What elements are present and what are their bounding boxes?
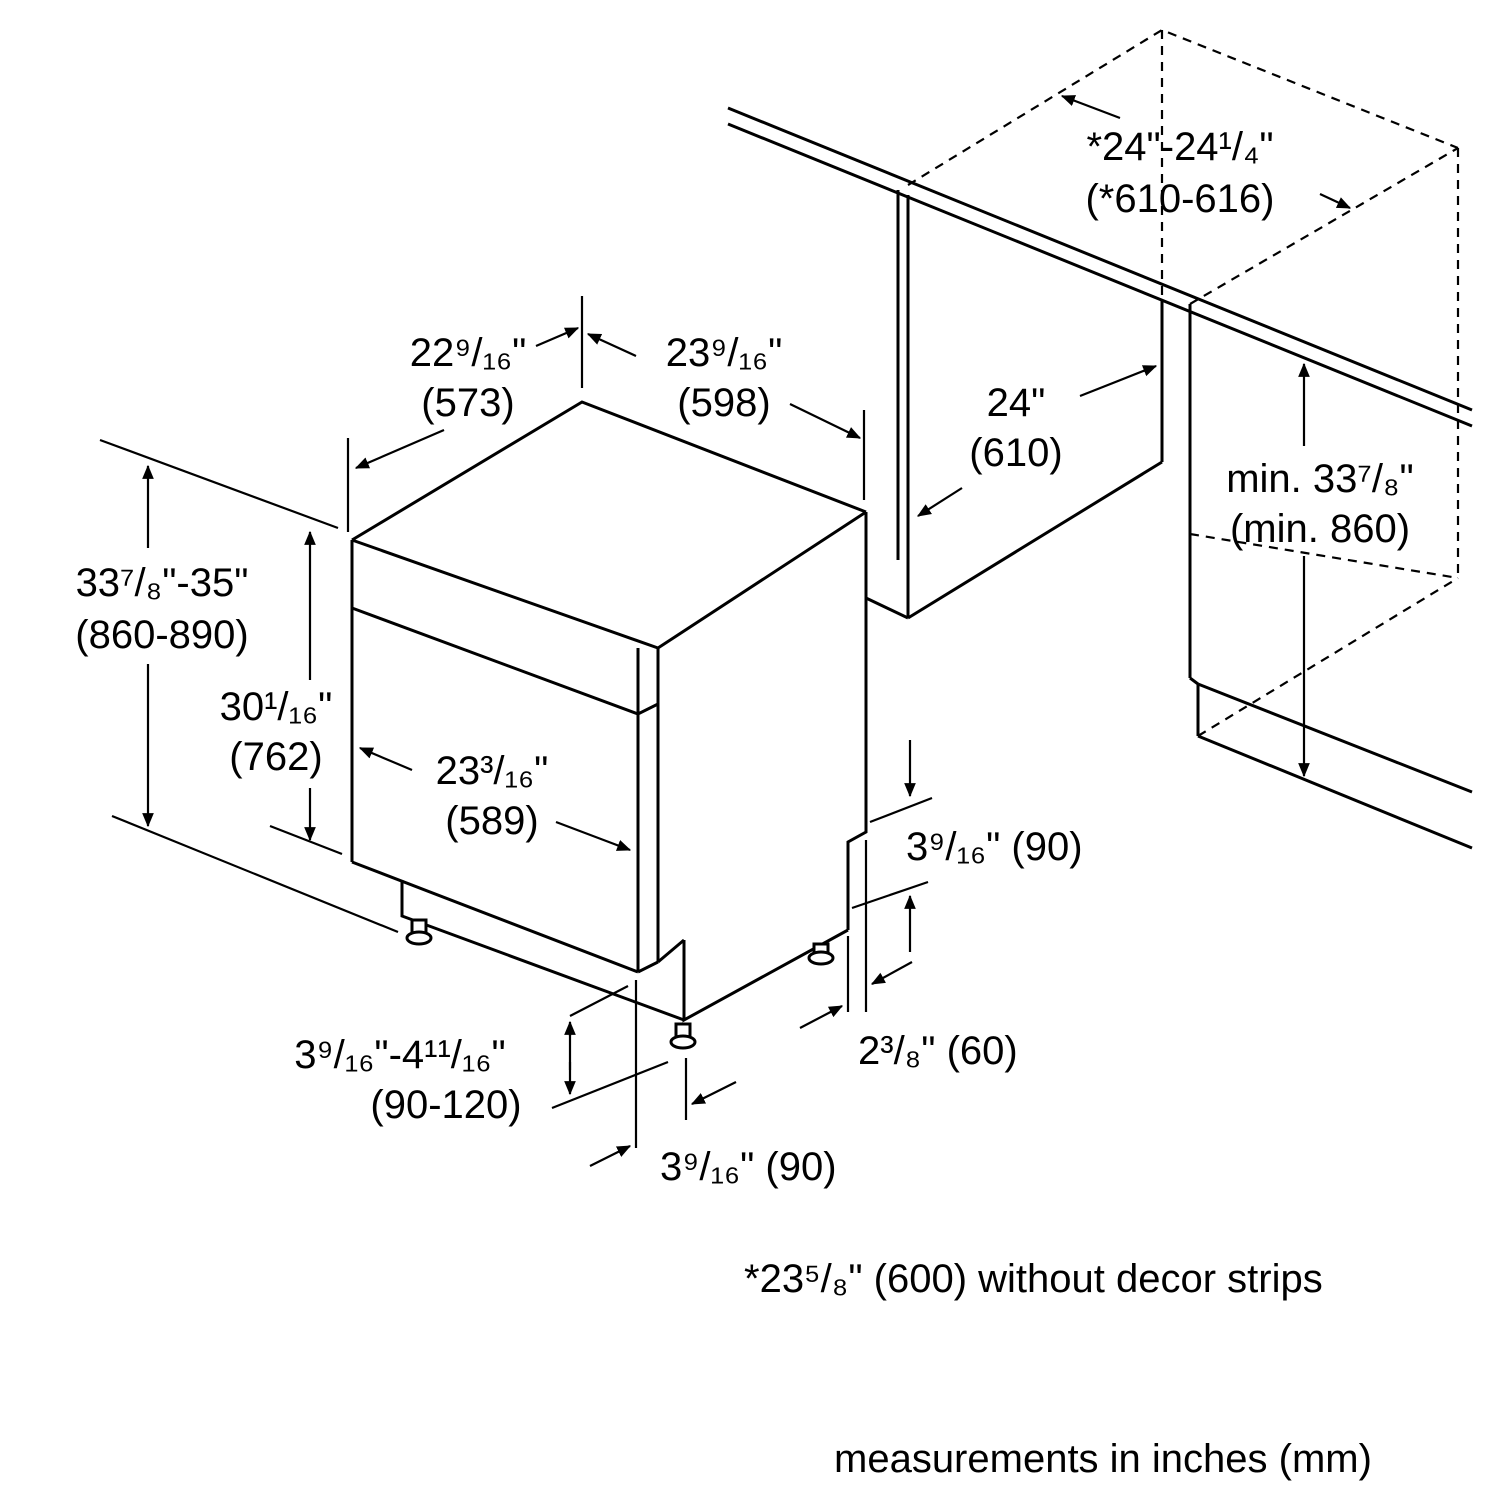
cutout-width-label: *24"-24¹/₄": [1086, 125, 1273, 169]
decor-note: *23⁵/₈" (600) without decor strips: [744, 1257, 1323, 1301]
foot-left: [405, 918, 433, 946]
door-height-label: 30¹/₁₆": [220, 685, 333, 729]
cutout-height-mm-label: (min. 860): [1230, 507, 1410, 551]
door-height-mm-label: (762): [229, 735, 322, 779]
foot-height-label: 3⁹/₁₆"-4¹¹/₁₆": [294, 1033, 505, 1077]
foot-front: [669, 1022, 697, 1050]
foot-height-mm-label: (90-120): [370, 1083, 521, 1127]
cabinet-niche: [727, 28, 1473, 850]
foot-right: [807, 942, 835, 966]
dimension-lines: [99, 94, 1352, 1167]
door-width-mm-label: (589): [445, 799, 538, 843]
depth-label: 22⁹/₁₆": [410, 331, 527, 375]
cutout-depth-mm-label: (610): [969, 431, 1062, 475]
door-width-label: 23³/₁₆": [436, 749, 549, 793]
width-label: 23⁹/₁₆": [666, 331, 783, 375]
width-mm-label: (598): [677, 381, 770, 425]
units-note: measurements in inches (mm): [834, 1437, 1372, 1481]
dimension-labels: *24"-24¹/₄" (*610-616) 22⁹/₁₆" (573) 23⁹…: [75, 125, 1413, 1481]
total-height-label: 33⁷/₈"-35": [76, 561, 249, 605]
depth-mm-label: (573): [421, 381, 514, 425]
front-offset-label: 3⁹/₁₆" (90): [660, 1145, 837, 1189]
total-height-mm-label: (860-890): [75, 613, 248, 657]
plinth-height-label: 3⁹/₁₆" (90): [906, 825, 1083, 869]
cutout-depth-label: 24": [987, 381, 1046, 425]
cutout-height-label: min. 33⁷/₈": [1226, 457, 1414, 501]
cutout-width-mm-label: (*610-616): [1085, 177, 1274, 221]
dishwasher-body: [350, 400, 868, 1050]
side-offset-label: 2³/₈" (60): [858, 1029, 1018, 1073]
